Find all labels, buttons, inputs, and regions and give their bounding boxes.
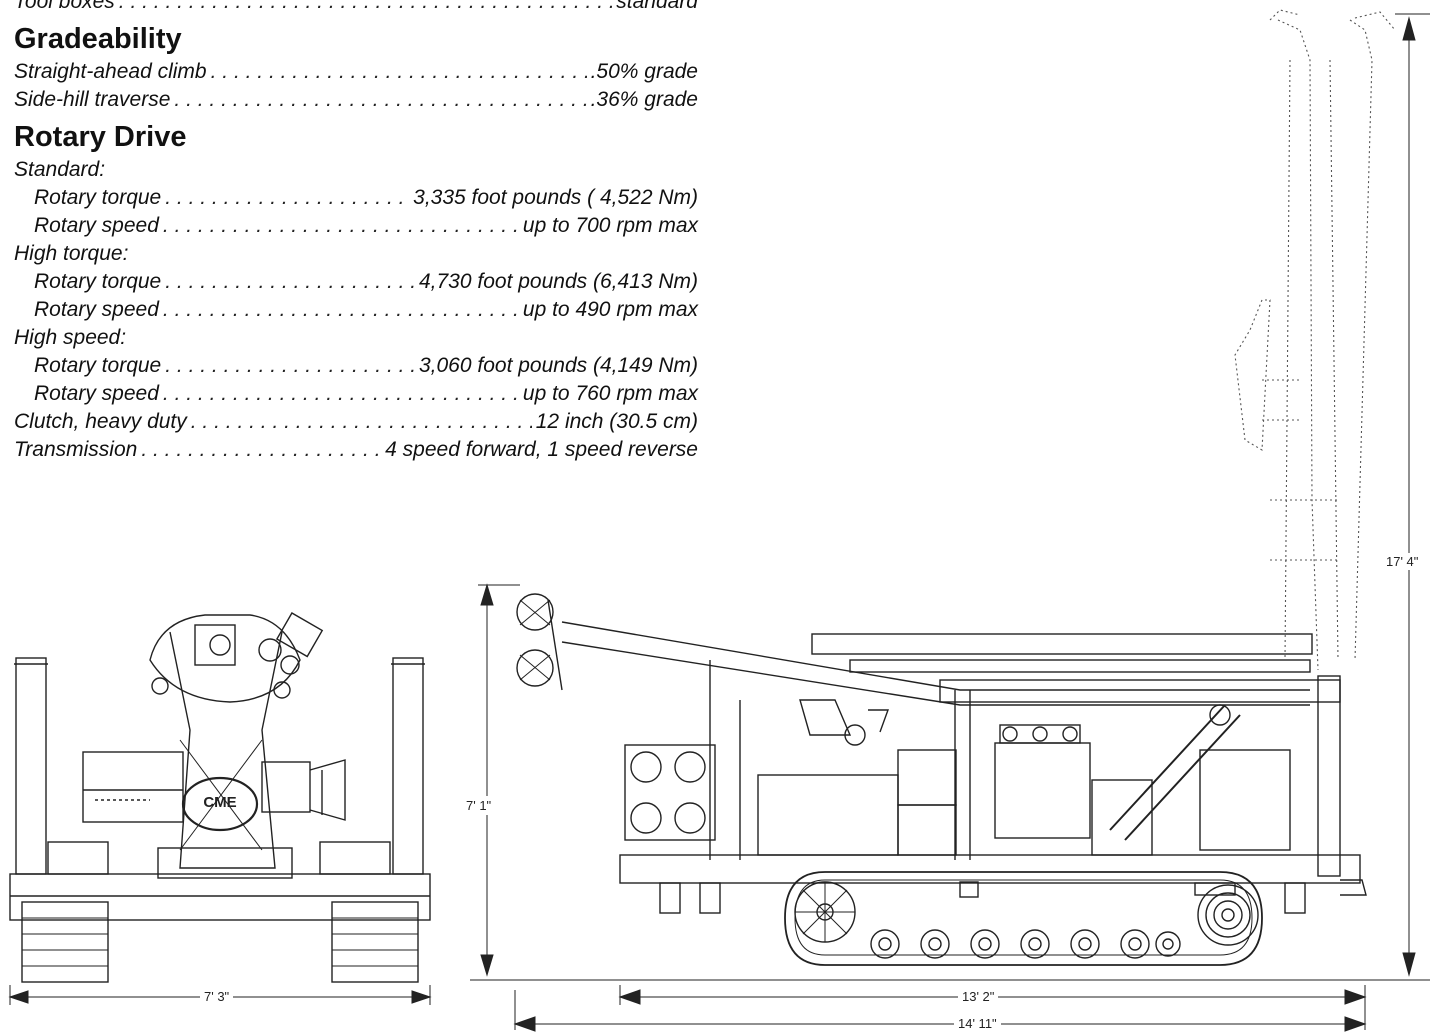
section-heading-gradeability: Gradeability <box>14 23 182 55</box>
spec-label: Rotary speed <box>34 214 159 237</box>
dim-mast-height: 17' 4" <box>1384 553 1421 570</box>
spec-label: Rotary speed <box>34 298 159 321</box>
spec-label: Rotary torque <box>34 186 162 209</box>
spec-row-high-torque-torque: Rotary torque 4,730 foot pounds (6,413 N… <box>14 268 698 296</box>
spec-value: up to 490 rpm max <box>522 298 698 321</box>
spec-label: Rotary speed <box>34 382 159 405</box>
dimension-lines <box>8 13 1430 1032</box>
spec-value: up to 700 rpm max <box>522 214 698 237</box>
spec-row-high-torque-speed: Rotary speed up to 490 rpm max <box>14 296 698 324</box>
side-view <box>516 9 1396 966</box>
cme-logo <box>181 776 259 832</box>
spec-row-side-hill: Side-hill traverse .36% grade <box>14 86 698 114</box>
front-view <box>9 612 431 983</box>
spec-value: up to 760 rpm max <box>522 382 698 405</box>
subsection-high-torque: High torque: <box>14 242 129 265</box>
dim-side-height: 7' 1" <box>464 796 494 815</box>
spec-value: 3,335 foot pounds ( 4,522 Nm) <box>413 186 698 209</box>
spec-value: 4,730 foot pounds (6,413 Nm) <box>418 270 698 293</box>
spec-value: .50% grade <box>590 60 698 83</box>
mast-raised <box>1234 9 1396 671</box>
spec-row-standard-torque: Rotary torque 3,335 foot pounds ( 4,522 … <box>14 184 698 212</box>
spec-value: 12 inch (30.5 cm) <box>535 410 698 433</box>
spec-row-standard-speed: Rotary speed up to 700 rpm max <box>14 212 698 240</box>
cme-logo-text: CME <box>203 794 237 811</box>
crawler-track <box>784 871 1263 966</box>
spec-row-straight-climb: Straight-ahead climb .50% grade <box>14 58 698 86</box>
spec-value: 4 speed forward, 1 speed reverse <box>385 438 698 461</box>
spec-row-transmission: Transmission 4 speed forward, 1 speed re… <box>14 436 698 464</box>
spec-row-tool-boxes: Tool boxes standard <box>14 0 698 16</box>
spec-label: Clutch, heavy duty <box>14 410 187 433</box>
spec-label: Rotary torque <box>34 354 162 377</box>
spec-value: standard <box>616 0 698 13</box>
spec-label: Side-hill traverse <box>14 88 171 111</box>
spec-row-high-speed-speed: Rotary speed up to 760 rpm max <box>14 380 698 408</box>
section-heading-rotary-drive: Rotary Drive <box>14 121 187 153</box>
spec-label: Transmission <box>14 438 138 461</box>
road-wheels <box>870 929 1181 959</box>
dim-front-width: 7' 3" <box>200 989 234 1004</box>
subsection-high-speed: High speed: <box>14 326 127 349</box>
spec-sheet: Tool boxes standard Gradeability Straigh… <box>14 0 698 464</box>
spec-label: Tool boxes <box>14 0 115 13</box>
spec-row-high-speed-torque: Rotary torque 3,060 foot pounds (4,149 N… <box>14 352 698 380</box>
dim-track-length: 13' 2" <box>958 989 999 1004</box>
subsection-standard: Standard: <box>14 158 106 181</box>
dim-overall-length: 14' 11" <box>954 1016 1001 1031</box>
spec-value: 3,060 foot pounds (4,149 Nm) <box>418 354 698 377</box>
spec-label: Rotary torque <box>34 270 162 293</box>
spec-row-clutch: Clutch, heavy duty 12 inch (30.5 cm) <box>14 408 698 436</box>
spec-value: .36% grade <box>590 88 698 111</box>
spec-label: Straight-ahead climb <box>14 60 207 83</box>
